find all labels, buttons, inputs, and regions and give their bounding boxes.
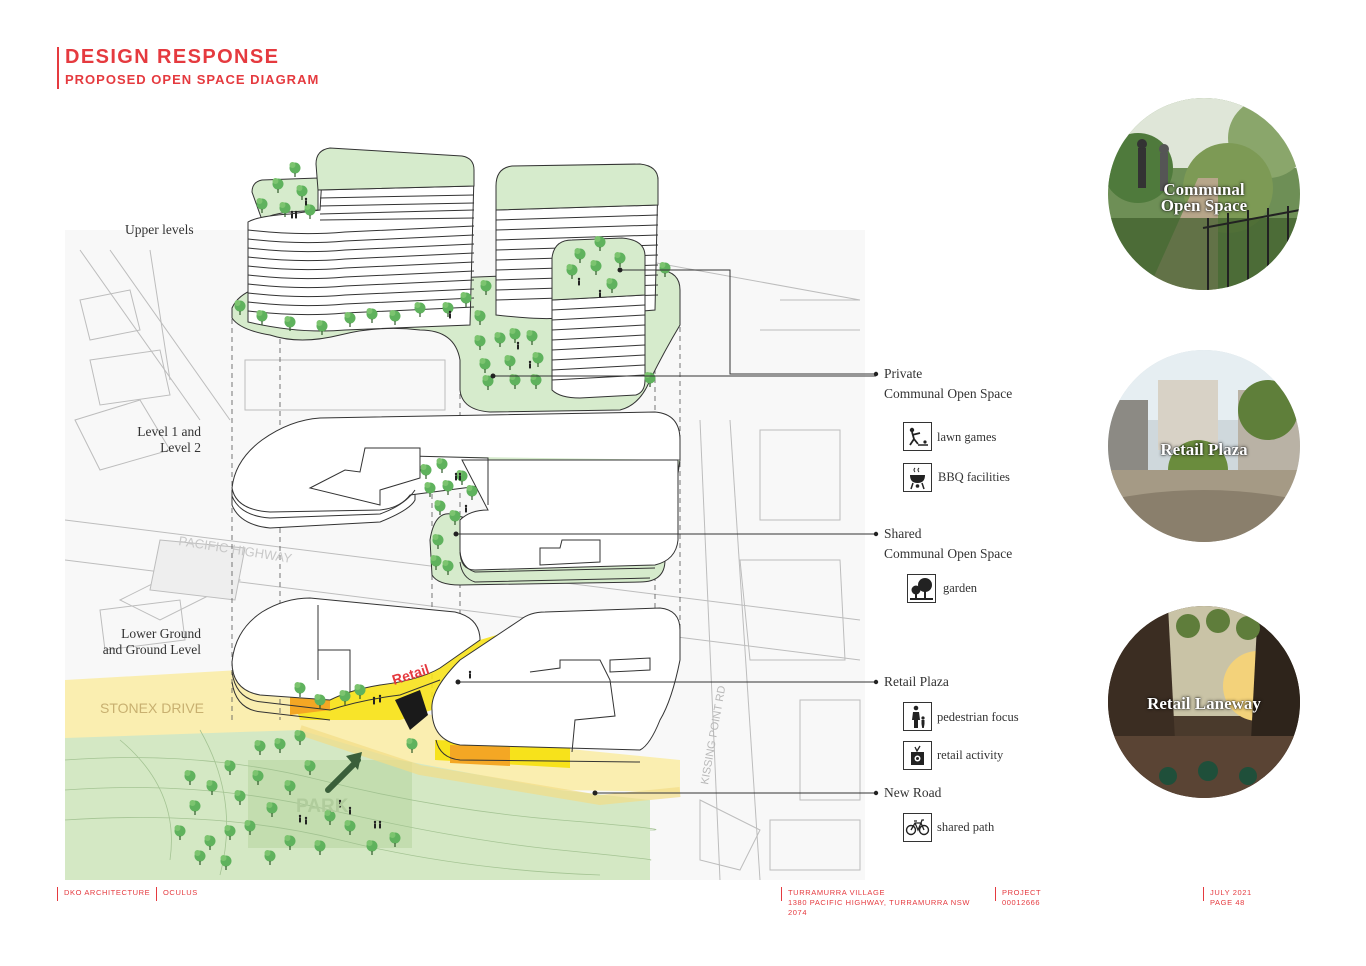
upper-levels-label: Upper levels bbox=[125, 222, 194, 237]
level-1-2-block bbox=[231, 411, 681, 586]
park-label: PARK bbox=[296, 796, 349, 817]
footer-divider-1 bbox=[57, 887, 58, 901]
footer-project-number-block: PROJECT 00012666 bbox=[1002, 888, 1041, 908]
retail-laneway-label: Retail Laneway bbox=[1147, 694, 1261, 713]
private-communal-heading: Private Communal Open Space bbox=[884, 364, 1012, 404]
footer-address-1: 1380 PACIFIC HIGHWAY, TURRAMURRA NSW bbox=[788, 898, 971, 907]
footer-date-block: JULY 2021 PAGE 48 bbox=[1210, 888, 1252, 908]
retail-activity-icon bbox=[903, 741, 932, 770]
footer-divider-4 bbox=[995, 887, 996, 901]
garden-text: garden bbox=[943, 581, 978, 595]
lawn-games-icon bbox=[903, 422, 932, 451]
private-line-1: Private bbox=[884, 366, 923, 381]
stonex-drive-label: STONEX DRIVE bbox=[100, 700, 204, 716]
lower-ground-label: Lower Ground and Ground Level bbox=[80, 626, 201, 658]
shared-line-1: Shared bbox=[884, 526, 922, 541]
bbq-icon bbox=[903, 463, 932, 492]
retail-laneway-photo: Retail Laneway bbox=[1108, 606, 1300, 798]
footer-project-number: 00012666 bbox=[1002, 898, 1041, 907]
footer-project-name: TURRAMURRA VILLAGE bbox=[788, 888, 886, 897]
footer-divider-3 bbox=[781, 887, 782, 901]
footer-project-label: PROJECT bbox=[1002, 888, 1042, 897]
page-subtitle: PROPOSED OPEN SPACE DIAGRAM bbox=[65, 72, 320, 87]
shared-path-text: shared path bbox=[937, 820, 995, 834]
footer-project-block: TURRAMURRA VILLAGE 1380 PACIFIC HIGHWAY,… bbox=[788, 888, 970, 918]
level-1-2-label: Level 1 and Level 2 bbox=[90, 424, 201, 456]
lawn-games-text: lawn games bbox=[937, 430, 997, 444]
bicycle-icon bbox=[903, 813, 932, 842]
title-accent-bar bbox=[57, 47, 59, 89]
lower-ground-line-2: and Ground Level bbox=[102, 642, 201, 657]
footer-page: PAGE 48 bbox=[1210, 898, 1245, 907]
page-title: DESIGN RESPONSE bbox=[65, 46, 280, 68]
new-road-heading: New Road bbox=[884, 785, 942, 800]
private-line-2: Communal Open Space bbox=[884, 386, 1013, 401]
upper-tower-left bbox=[247, 147, 475, 332]
footer-partner: OCULUS bbox=[163, 888, 198, 897]
footer-firm: DKO ARCHITECTURE bbox=[64, 888, 151, 897]
leader-lines bbox=[456, 269, 876, 794]
level-1-2-line-1: Level 1 and bbox=[137, 424, 201, 439]
lower-ground-block bbox=[231, 597, 681, 793]
leader-dots bbox=[453, 267, 879, 796]
communal-open-space-label-1: Communal bbox=[1163, 180, 1245, 199]
level-1-2-line-2: Level 2 bbox=[160, 440, 201, 455]
communal-open-space-photo: Communal Open Space bbox=[1108, 98, 1300, 290]
lower-ground-line-1: Lower Ground bbox=[121, 626, 201, 641]
footer-divider-2 bbox=[156, 887, 157, 901]
shared-communal-heading: Shared Communal Open Space bbox=[884, 524, 1012, 564]
shared-line-2: Communal Open Space bbox=[884, 546, 1013, 561]
pedestrian-icon bbox=[903, 702, 932, 731]
footer-divider-5 bbox=[1203, 887, 1204, 901]
retail-plaza-photo: Retail Plaza bbox=[1108, 350, 1300, 542]
footer-date: JULY 2021 bbox=[1210, 888, 1252, 897]
retail-plaza-label: Retail Plaza bbox=[1160, 440, 1248, 459]
bbq-text: BBQ facilities bbox=[938, 470, 1010, 484]
retail-activity-text: retail activity bbox=[937, 748, 1004, 762]
communal-open-space-label-2: Open Space bbox=[1160, 196, 1248, 215]
pedestrian-text: pedestrian focus bbox=[937, 710, 1019, 724]
footer-address-2: 2074 bbox=[788, 908, 808, 917]
retail-plaza-heading: Retail Plaza bbox=[884, 674, 949, 689]
garden-icon bbox=[907, 574, 936, 603]
